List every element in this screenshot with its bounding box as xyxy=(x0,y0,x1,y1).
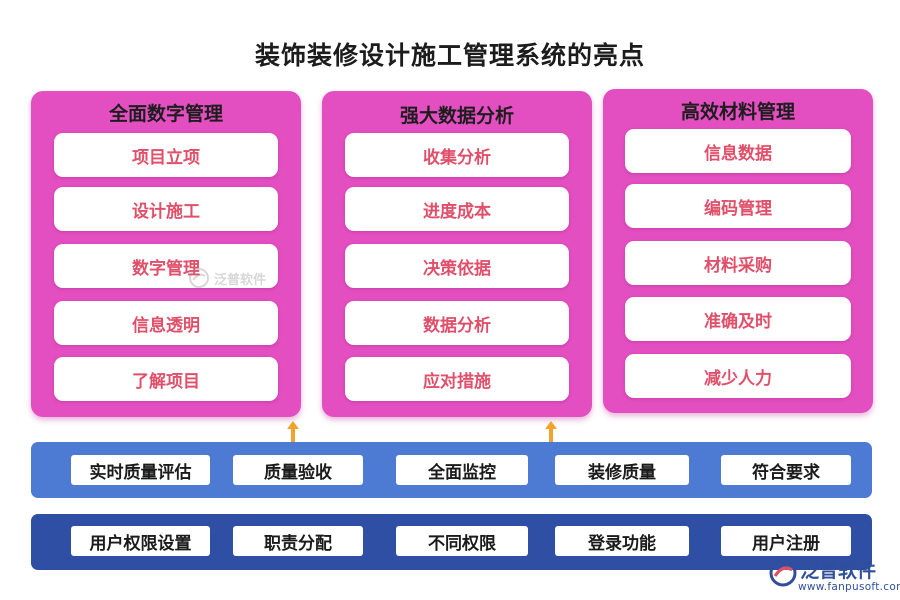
panel-item: 材料采购 xyxy=(625,241,851,285)
band-chip: 用户注册 xyxy=(721,526,851,556)
fanpu-logo-icon xyxy=(769,559,797,587)
panel-item: 应对措施 xyxy=(345,357,569,401)
watermark: 泛普软件 xyxy=(188,266,278,290)
panel-item: 了解项目 xyxy=(54,357,278,401)
panel-item: 减少人力 xyxy=(625,354,851,398)
panel-item: 准确及时 xyxy=(625,297,851,341)
quality-band: 实时质量评估 质量验收 全面监控 装修质量 符合要求 xyxy=(31,442,872,498)
panel-item: 编码管理 xyxy=(625,184,851,228)
panel-title: 全面数字管理 xyxy=(108,103,223,125)
band-chip: 全面监控 xyxy=(396,455,528,485)
band-chip: 质量验收 xyxy=(233,455,363,485)
diagram-title: 装饰装修设计施工管理系统的亮点 xyxy=(254,41,645,70)
logo-name: 泛普软件 xyxy=(800,560,877,582)
band-chip: 实时质量评估 xyxy=(71,455,210,485)
panel-item: 信息数据 xyxy=(625,129,851,173)
band-chip: 用户权限设置 xyxy=(71,526,210,556)
panel-item: 信息透明 xyxy=(54,301,278,345)
panel-item: 决策依据 xyxy=(345,244,569,288)
permission-band: 用户权限设置 职责分配 不同权限 登录功能 用户注册 xyxy=(31,514,872,570)
panel-item: 设计施工 xyxy=(54,187,278,231)
panel-item: 数据分析 xyxy=(345,301,569,345)
panel-title: 高效材料管理 xyxy=(680,101,795,123)
fanpu-logo-icon xyxy=(189,268,209,288)
company-logo: 泛普软件 www.fanpusoft.com xyxy=(768,556,900,596)
panel-title: 强大数据分析 xyxy=(399,105,514,127)
panel-material-management: 高效材料管理 信息数据 编码管理 材料采购 准确及时 减少人力 xyxy=(603,89,873,413)
panel-item: 进度成本 xyxy=(345,187,569,231)
panel-item: 收集分析 xyxy=(345,133,569,177)
panel-digital-management: 全面数字管理 项目立项 设计施工 数字管理 信息透明 了解项目 xyxy=(31,91,301,417)
band-chip: 登录功能 xyxy=(555,526,689,556)
band-chip: 装修质量 xyxy=(555,455,689,485)
logo-url: www.fanpusoft.com xyxy=(798,581,900,593)
band-chip: 不同权限 xyxy=(396,526,528,556)
panel-item: 项目立项 xyxy=(54,133,278,177)
panel-item: 数字管理 xyxy=(54,244,278,288)
panel-data-analysis: 强大数据分析 收集分析 进度成本 决策依据 数据分析 应对措施 xyxy=(322,91,592,417)
band-chip: 符合要求 xyxy=(721,455,851,485)
watermark-text: 泛普软件 xyxy=(214,272,267,288)
band-chip: 职责分配 xyxy=(233,526,363,556)
